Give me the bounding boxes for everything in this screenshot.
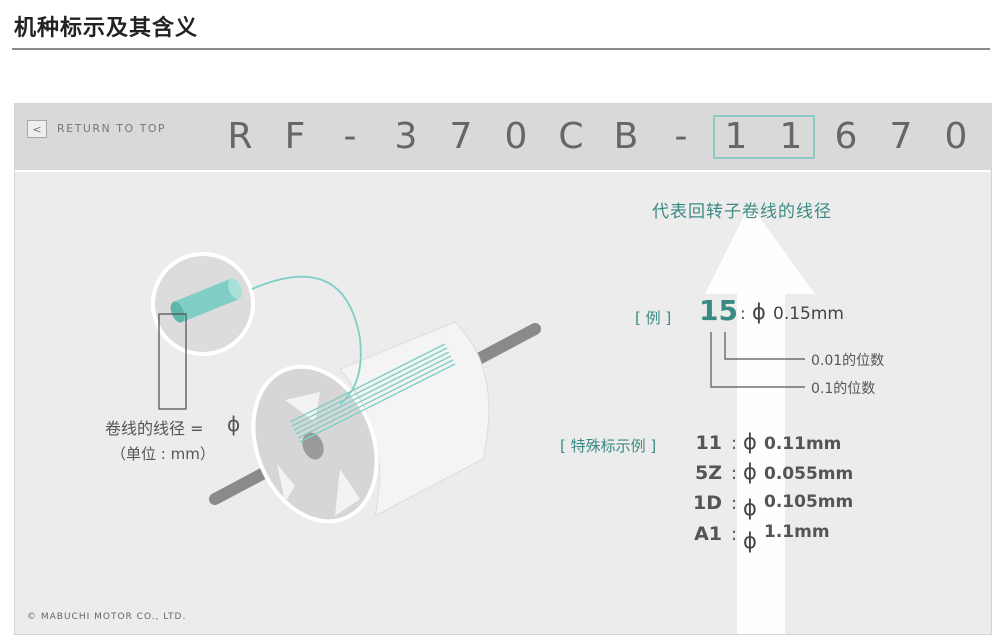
rotor-body	[251, 321, 490, 524]
example-colon: :	[740, 304, 746, 324]
motor-illustration	[151, 252, 805, 524]
wire-phi-symbol: ϕ	[227, 412, 241, 436]
special-colon: :	[731, 433, 738, 454]
special-code: 1D	[693, 492, 722, 514]
code-char: R	[227, 116, 253, 157]
code-char: 7	[889, 116, 913, 157]
special-colon: :	[731, 493, 738, 514]
special-examples-label: [ 特殊标示例 ]	[560, 437, 657, 455]
special-code: 11	[695, 432, 722, 454]
code-char: 0	[944, 116, 968, 157]
special-phi: ϕ	[743, 460, 757, 484]
special-code: 5Z	[695, 462, 722, 484]
hundredths-connector	[724, 332, 805, 360]
special-value: 0.11mm	[764, 434, 842, 454]
special-colon: :	[731, 463, 738, 484]
note-hundredths: 0.01的位数	[811, 353, 885, 369]
special-value: 1.1mm	[764, 522, 830, 542]
code-char-highlighted: 1	[724, 116, 748, 157]
special-phi: ϕ	[743, 430, 757, 454]
back-arrow-icon[interactable]: <	[27, 120, 47, 138]
code-char: B	[613, 116, 639, 157]
wire-pointer-box	[158, 313, 187, 410]
code-char: 3	[394, 116, 418, 157]
special-phi: ϕ	[743, 496, 757, 520]
special-value: 0.105mm	[764, 492, 854, 512]
code-highlight-box	[713, 115, 815, 159]
note-tenths: 0.1的位数	[811, 381, 876, 397]
code-char: 6	[834, 116, 858, 157]
copyright-text: © MABUCHI MOTOR CO., LTD.	[27, 612, 187, 622]
up-arrow-icon	[705, 204, 815, 634]
code-char: C	[558, 116, 584, 157]
special-value: 0.055mm	[764, 464, 854, 484]
header-bar: < RETURN TO TOP R F - 3 7 0 C B - 1 1 6 …	[15, 104, 991, 172]
code-char: 0	[504, 116, 528, 157]
title-divider	[12, 48, 990, 50]
code-char: F	[284, 116, 306, 157]
code-char: -	[674, 116, 688, 157]
return-to-top-link[interactable]: RETURN TO TOP	[57, 122, 167, 135]
code-char-highlighted: 1	[779, 116, 803, 157]
code-char: -	[343, 116, 357, 157]
example-value: 0.15mm	[773, 304, 844, 324]
example-label: [ 例 ]	[635, 309, 672, 327]
special-phi: ϕ	[743, 529, 757, 553]
unit-label: （单位 : mm）	[111, 445, 215, 463]
special-colon: :	[731, 524, 738, 545]
model-code-panel: < RETURN TO TOP R F - 3 7 0 C B - 1 1 6 …	[14, 103, 992, 635]
example-code: 15	[699, 294, 738, 327]
tenths-connector	[710, 332, 805, 388]
diagram-caption: 代表回转子卷线的线径	[652, 202, 832, 222]
zoom-leader-line	[251, 275, 362, 405]
special-code: A1	[694, 523, 722, 545]
code-char: 7	[449, 116, 473, 157]
rotor-winding	[289, 343, 456, 443]
wire-cross-section	[170, 278, 242, 323]
page-title: 机种标示及其含义	[14, 16, 199, 41]
example-phi: ϕ	[752, 300, 766, 324]
wire-diameter-label: 卷线的线径 =	[105, 419, 204, 438]
